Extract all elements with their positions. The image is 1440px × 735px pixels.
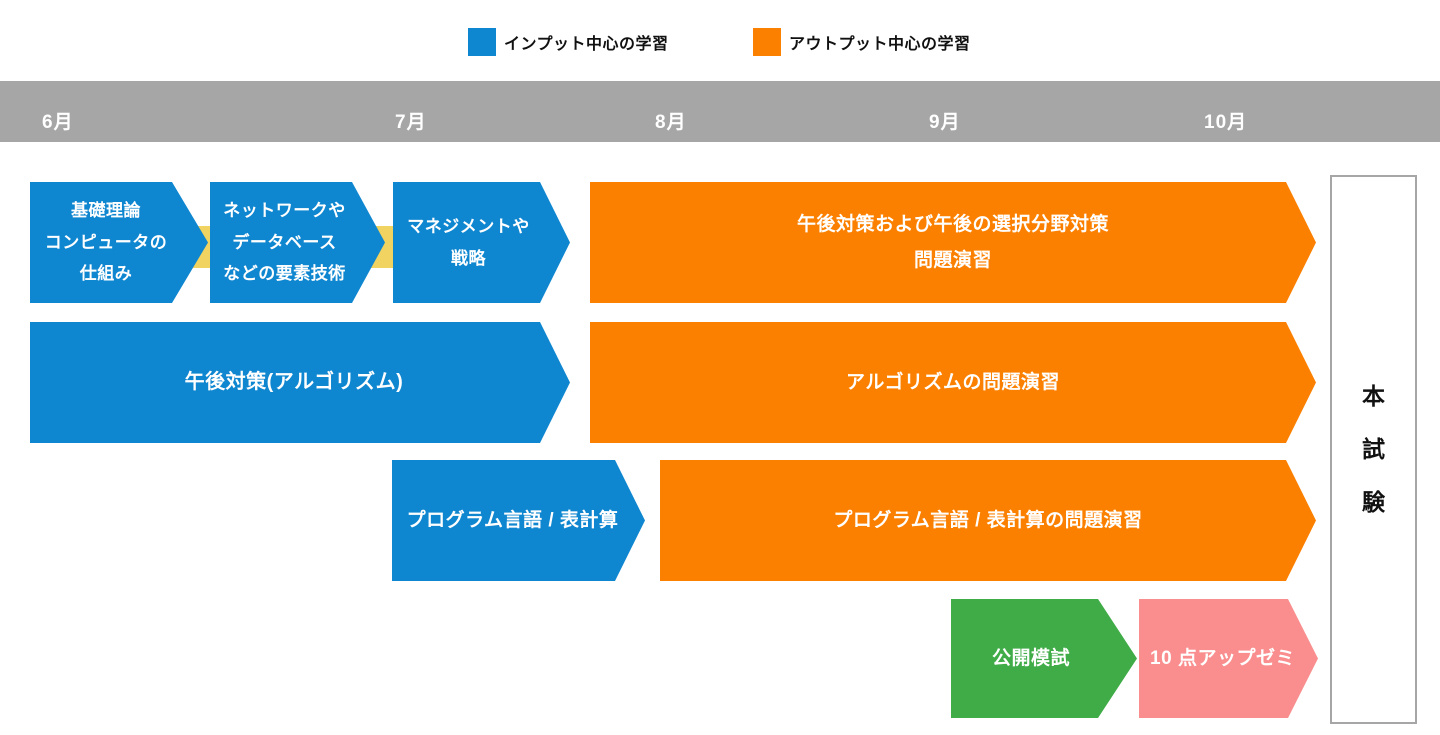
arrow-public-mock-exam-label: 公開模試 — [991, 647, 1070, 669]
arrow-programming-spreadsheet-exercises-label: プログラム言語 / 表計算の問題演習 — [833, 509, 1143, 531]
arrow-pm-field-exercises: 午後対策および午後の選択分野対策 問題演習 — [590, 182, 1316, 303]
legend: インプット中心の学習 アウトプット中心の学習 — [0, 28, 1440, 56]
arrow-ten-point-up-seminar: 10 点アップゼミ — [1139, 599, 1318, 718]
arrow-programming-spreadsheet-label: プログラム言語 / 表計算 — [406, 509, 619, 531]
input-color-swatch — [468, 28, 496, 56]
arrow-ten-point-up-seminar-label: 10 点アップゼミ — [1150, 647, 1295, 669]
arrow-algorithm-exercises-label: アルゴリズムの問題演習 — [846, 371, 1060, 393]
legend-label-output: アウトプット中心の学習 — [789, 36, 971, 53]
month-label-july: 7月 — [395, 112, 427, 133]
month-label-october: 10月 — [1204, 112, 1248, 133]
arrow-pm-field-exercises-label: 午後対策および午後の選択分野対策 問題演習 — [796, 214, 1109, 271]
arrow-public-mock-exam: 公開模試 — [951, 599, 1137, 718]
exam-box-label: 本試験 — [1362, 383, 1385, 515]
legend-label-input: インプット中心の学習 — [504, 36, 669, 53]
month-label-september: 9月 — [929, 112, 961, 133]
month-timeline-bar: 6月 7月 8月 9月 10月 — [0, 81, 1440, 142]
legend-item-input: インプット中心の学習 — [468, 28, 669, 56]
arrow-programming-spreadsheet: プログラム言語 / 表計算 — [392, 460, 645, 581]
month-label-august: 8月 — [655, 112, 687, 133]
arrow-network-database-label: ネットワークや データベース などの要素技術 — [223, 201, 346, 284]
arrow-basic-theory-label: 基礎理論 コンピュータの 仕組み — [44, 201, 168, 284]
arrow-algorithm-exercises: アルゴリズムの問題演習 — [590, 322, 1316, 443]
output-color-swatch — [753, 28, 781, 56]
arrow-basic-theory: 基礎理論 コンピュータの 仕組み — [30, 182, 208, 303]
arrow-management-strategy-label: マネジメントや 戦略 — [407, 217, 530, 268]
arrow-programming-spreadsheet-exercises: プログラム言語 / 表計算の問題演習 — [660, 460, 1316, 581]
arrow-management-strategy: マネジメントや 戦略 — [393, 182, 570, 303]
month-label-june: 6月 — [42, 112, 74, 133]
arrow-pm-algorithm: 午後対策(アルゴリズム) — [30, 322, 570, 443]
arrow-pm-algorithm-label: 午後対策(アルゴリズム) — [184, 371, 404, 393]
legend-item-output: アウトプット中心の学習 — [753, 28, 971, 56]
exam-box: 本試験 — [1330, 175, 1417, 724]
arrow-network-database: ネットワークや データベース などの要素技術 — [210, 182, 385, 303]
